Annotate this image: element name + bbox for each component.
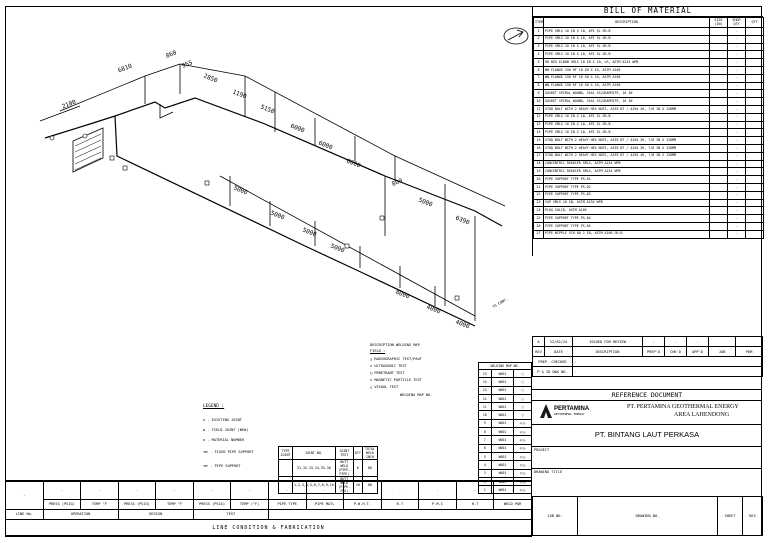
- weld-desc-item: △ VISUAL TEST: [370, 385, 399, 389]
- weld-desc-item: ◇ ULTRASONIC TEST: [370, 364, 407, 368]
- weld-desc-title: DESCRIPTION WELDING MAP: [370, 343, 420, 347]
- project-block: PROJECT: [532, 446, 762, 469]
- line-number-label: LINE No.: [5, 508, 44, 520]
- bill-of-material: BILL OF MATERIAL ITEM DESCRIPTION SIZE (…: [532, 6, 764, 256]
- line-condition-footer: LINE CONDITION & FABRICATION: [5, 518, 532, 537]
- weld-map-no-label: WELDING MAP NO.: [400, 393, 433, 397]
- logo-text: PERTAMINA: [554, 406, 590, 412]
- legend-material-number: ⌀ - MATERIAL NUMBER: [203, 438, 245, 442]
- job-no-label: JOB NO.: [532, 496, 578, 536]
- owner-area: AREA LAHENDONG: [674, 412, 730, 418]
- legend: LEGEND : ⊙ - EXISTING JOINT ◈ - FIELD JO…: [198, 404, 278, 475]
- drawing-title-block: DRAWING TITLE: [532, 468, 762, 497]
- owner-name: PT. PERTAMINA GEOTHERMAL ENERGY: [627, 404, 739, 410]
- weld-desc-item: ◬ RADIOGRAPHIC TEST/PAUT: [370, 357, 422, 361]
- drawing-number-block: JOB NO. DRAWING NO. SHEET REV: [532, 496, 763, 536]
- contractor-name: PT. BINTANG LAUT PERKASA: [594, 430, 700, 439]
- weld-desc-subtitle: FIELD :: [370, 349, 386, 353]
- project-label: PROJECT: [534, 448, 550, 452]
- legend-title: LEGEND :: [203, 404, 225, 409]
- legend-existing-joint: ⊙ - EXISTING JOINT: [203, 418, 242, 422]
- isometric-pipe-drawing: [39, 27, 529, 327]
- sheet-label: SHEET: [717, 496, 743, 536]
- pertamina-logo-icon: [540, 404, 552, 418]
- legend-pipe-support: ⋘ - PIPE SUPPORT: [203, 464, 241, 468]
- legend-fixed-support: ⋘ - FIXED PIPE SUPPORT: [203, 450, 254, 454]
- logo-subtext: GEOTHERMAL ENERGY: [554, 412, 585, 416]
- logo-block: PERTAMINA GEOTHERMAL ENERGY PT. PERTAMIN…: [532, 399, 762, 425]
- drawing-no-label: DRAWING NO.: [577, 496, 718, 536]
- weld-map-header: WELDING MAP NO.: [478, 362, 532, 370]
- rev-label: REV: [742, 496, 763, 536]
- weld-desc-item: □ PENETRANT TEST: [370, 371, 405, 375]
- north-arrow-icon: [503, 27, 529, 45]
- weld-desc-item: ◇ MAGNETIC PARTICLE TEST: [370, 378, 422, 382]
- reference-document-title: REFERENCE DOCUMENT: [532, 389, 762, 401]
- contractor-block: PT. BINTANG LAUT PERKASA: [532, 424, 762, 447]
- drawing-title-label: DRAWING TITLE: [534, 470, 563, 474]
- bom-title: BILL OF MATERIAL: [533, 6, 763, 17]
- legend-field-joint: ◈ - FIELD JOINT (NEW): [203, 428, 249, 432]
